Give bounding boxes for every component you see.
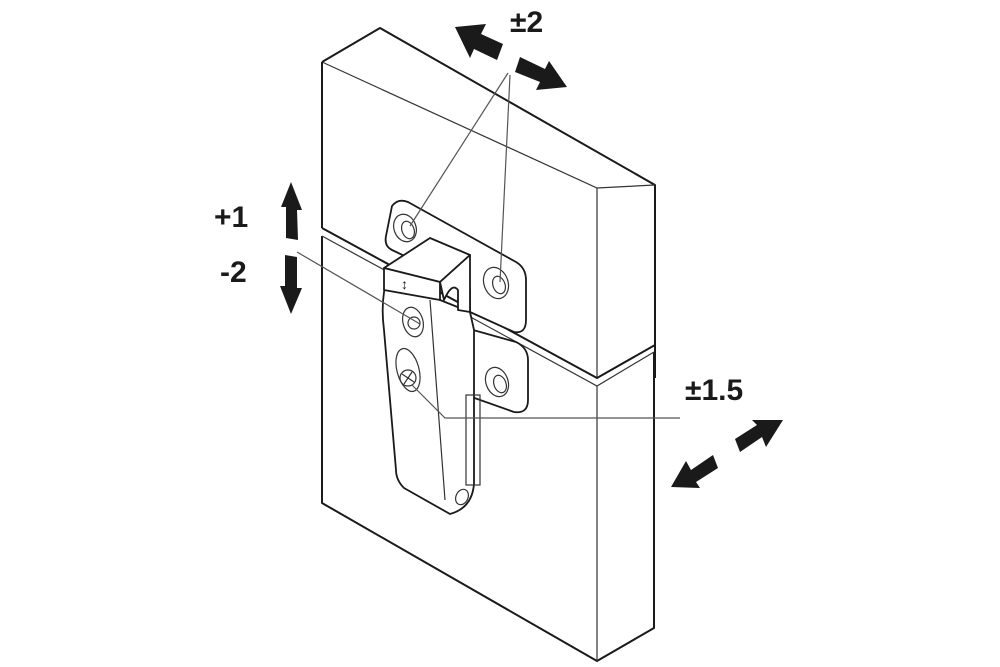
arrow-upright-icon bbox=[735, 420, 783, 452]
vertical-down-label: -2 bbox=[220, 256, 247, 289]
lateral-adjustment-arrows bbox=[455, 24, 567, 90]
leader-lines bbox=[296, 72, 680, 419]
hinge-arm bbox=[381, 274, 481, 515]
hinge-top-cap: ↕ bbox=[383, 237, 471, 313]
lateral-adjustment-label: ±2 bbox=[510, 6, 543, 39]
arrow-downright-icon bbox=[515, 57, 567, 90]
arrow-upleft-icon bbox=[455, 24, 503, 60]
arrow-down-icon bbox=[280, 255, 302, 314]
arrow-up-icon bbox=[281, 182, 302, 240]
hinge-lower-plate bbox=[465, 327, 529, 414]
vertical-up-label: +1 bbox=[214, 201, 248, 234]
arrow-downleft-icon bbox=[671, 455, 718, 488]
hinge-direction-mark: ↕ bbox=[401, 276, 408, 292]
depth-adjustment-label: ±1.5 bbox=[685, 374, 743, 407]
vertical-adjustment-arrows bbox=[280, 182, 302, 314]
depth-adjustment-arrows bbox=[671, 420, 783, 488]
